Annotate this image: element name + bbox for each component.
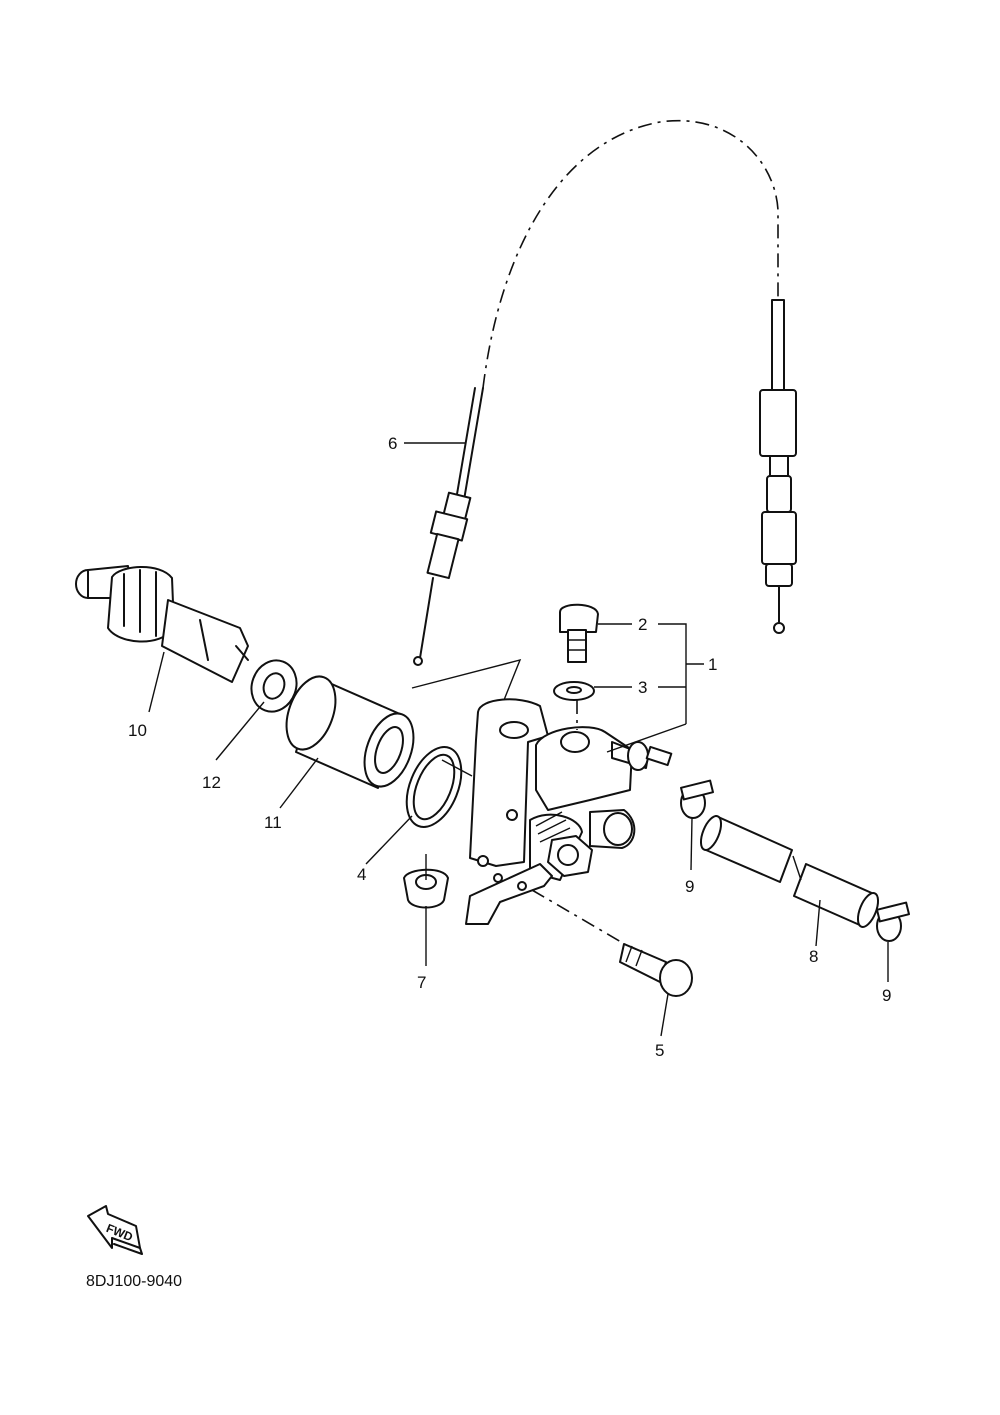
washer-12 (250, 659, 298, 713)
hose-clamp-9a (679, 779, 715, 819)
callout-leaders (148, 442, 889, 1037)
callout-9-left: 9 (685, 877, 694, 896)
oil-pump-assembly (465, 698, 687, 925)
callout-6: 6 (388, 434, 397, 453)
o-ring-4 (405, 746, 463, 828)
throttle-cable (413, 119, 797, 666)
forward-direction-arrow: FWD (87, 1205, 143, 1255)
bolt-5 (531, 889, 693, 997)
callout-5: 5 (655, 1041, 664, 1060)
callout-1: 1 (708, 655, 717, 674)
callout-11: 11 (264, 813, 282, 832)
drive-gear-shaft (75, 565, 249, 683)
hose-clamp-9b (875, 901, 911, 942)
callout-10: 10 (128, 721, 147, 740)
sleeve-11 (285, 675, 415, 789)
callout-7: 7 (417, 973, 426, 992)
grommet-7 (403, 854, 449, 909)
callout-8: 8 (809, 947, 818, 966)
hose-8 (699, 815, 880, 928)
callout-2: 2 (638, 615, 647, 634)
washer-3 (553, 681, 595, 701)
callout-12: 12 (202, 773, 221, 792)
callout-3: 3 (638, 678, 647, 697)
callout-labels: 1 2 3 4 5 6 7 8 9 9 10 11 12 (128, 434, 891, 1060)
drawing-code: 8DJ100-9040 (86, 1273, 182, 1290)
callout-4: 4 (357, 865, 366, 884)
bolt-2 (559, 603, 599, 663)
callout-9-right: 9 (882, 986, 891, 1005)
